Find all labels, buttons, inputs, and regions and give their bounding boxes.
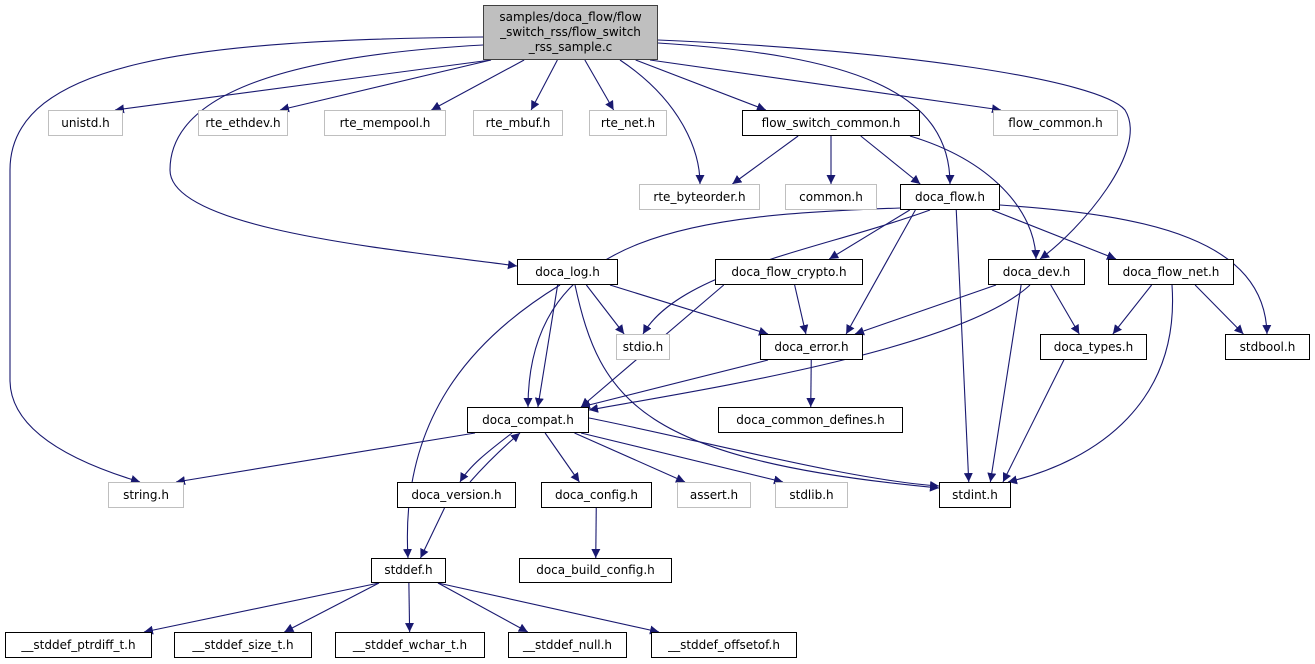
edge-doca_dev-to-doca_error <box>854 284 997 336</box>
node-unistd: unistd.h <box>48 110 123 136</box>
edge-doca_config-to-doca_build_config <box>591 507 601 559</box>
edge-root-to-rte_mbuf <box>530 59 558 111</box>
edge-doca_compat-to-stdint <box>588 417 940 490</box>
node-stdint[interactable]: stdint.h <box>939 482 1011 508</box>
edge-doca_flow_crypto-to-doca_error <box>794 284 809 335</box>
edge-flow_switch_common-to-doca_dev <box>909 135 1041 260</box>
node-rte-byteorder: rte_byteorder.h <box>639 184 760 210</box>
node-doca-flow-net[interactable]: doca_flow_net.h <box>1108 259 1234 285</box>
edge-root-to-doca_flow <box>657 42 955 185</box>
edge-doca_types-to-stdint <box>1002 359 1065 483</box>
node-doca-config[interactable]: doca_config.h <box>541 482 652 508</box>
node-stdlib: stdlib.h <box>775 482 848 508</box>
edge-doca_flow_net-to-stdbool <box>1194 284 1244 335</box>
node-offsetof[interactable]: __stddef_offsetof.h <box>651 632 797 658</box>
node-ptrdiff[interactable]: __stddef_ptrdiff_t.h <box>5 632 152 658</box>
edge-doca_dev-to-doca_compat <box>588 284 1031 413</box>
node-rte-mbuf: rte_mbuf.h <box>473 110 563 136</box>
edge-doca_dev-to-stdint <box>987 284 1022 483</box>
node-stdio: stdio.h <box>616 334 670 360</box>
node-doca-common-defines[interactable]: doca_common_defines.h <box>718 407 903 433</box>
node-rte-mempool: rte_mempool.h <box>324 110 446 136</box>
node-doca-types[interactable]: doca_types.h <box>1040 334 1147 360</box>
edge-doca_flow-to-stdint <box>955 209 973 483</box>
edge-doca_flow_net-to-stdint <box>1007 284 1174 485</box>
edge-doca_log-to-stdint <box>574 284 940 492</box>
edge-doca_compat-to-stdlib <box>580 432 784 485</box>
node-string: string.h <box>108 482 184 508</box>
node-doca-error[interactable]: doca_error.h <box>760 334 863 360</box>
edge-stddef-to-ptrdiff <box>143 582 380 635</box>
edge-doca_log-to-doca_error <box>609 284 769 336</box>
edge-flow_switch_common-to-doca_flow <box>860 135 921 185</box>
node-flow-switch-common[interactable]: flow_switch_common.h <box>742 110 920 136</box>
node-stddef[interactable]: stddef.h <box>371 558 446 583</box>
node-rte-ethdev: rte_ethdev.h <box>198 110 288 136</box>
edge-doca_compat-to-string <box>175 432 476 485</box>
edge-root-to-doca_dev <box>657 39 1131 260</box>
edge-root-to-string <box>9 36 484 484</box>
edge-doca_flow_net-to-doca_types <box>1112 284 1153 335</box>
node-assert: assert.h <box>677 482 751 508</box>
edge-root-to-rte_net <box>584 59 615 111</box>
edge-root-to-flow_switch_common <box>635 59 767 111</box>
edge-doca_flow-to-doca_error <box>845 209 916 335</box>
node-common: common.h <box>785 184 877 210</box>
edge-doca_flow-to-doca_flow_crypto <box>828 209 911 260</box>
node-root: samples/doca_flow/flow _switch_rss/flow_… <box>483 5 658 60</box>
node-doca-build-config[interactable]: doca_build_config.h <box>519 558 672 583</box>
edge-doca_version-to-stddef <box>420 507 445 559</box>
node-doca-version[interactable]: doca_version.h <box>397 482 516 508</box>
edge-stddef-to-size_t <box>284 582 380 633</box>
edge-doca_error-to-doca_common_defines <box>806 359 816 408</box>
edge-doca_flow-to-stdbool <box>999 204 1272 335</box>
node-doca-compat[interactable]: doca_compat.h <box>467 407 589 433</box>
edge-doca_compat-to-doca_config <box>544 432 580 483</box>
edge-root-to-doca_log <box>169 44 518 270</box>
edge-flow_switch_common-to-rte_byteorder <box>732 135 799 185</box>
edge-root-to-flow_common <box>649 59 1002 114</box>
edge-root-to-rte_mempool <box>431 59 525 111</box>
edge-root-to-unistd <box>114 59 492 114</box>
node-rte-net: rte_net.h <box>589 110 667 136</box>
edge-doca_flow-to-doca_flow_net <box>991 209 1117 260</box>
edge-stddef-to-wchar <box>404 582 414 633</box>
node-stdbool[interactable]: stdbool.h <box>1225 334 1310 360</box>
edge-doca_dev-to-doca_types <box>1050 284 1080 335</box>
edge-doca_compat-to-assert <box>574 432 686 483</box>
node-flow-common: flow_common.h <box>993 110 1118 136</box>
node-doca-flow[interactable]: doca_flow.h <box>900 184 1000 210</box>
edge-doca_version-to-doca_compat <box>469 432 521 483</box>
edge-doca_flow-to-doca_compat <box>523 207 901 408</box>
edge-doca_error-to-doca_compat <box>580 359 769 410</box>
edge-stddef-to-null <box>437 582 529 633</box>
edge-doca_log-to-stdio <box>585 284 625 335</box>
edge-root-to-rte_ethdev <box>279 59 492 113</box>
edge-doca_log-to-doca_compat <box>534 284 559 408</box>
edge-stddef-to-offsetof <box>437 582 660 635</box>
node-size-t[interactable]: __stddef_size_t.h <box>174 632 312 658</box>
node-doca-log[interactable]: doca_log.h <box>517 259 618 285</box>
node-null[interactable]: __stddef_null.h <box>508 632 627 658</box>
edge-root-to-rte_byteorder <box>619 59 705 185</box>
node-doca-flow-crypto[interactable]: doca_flow_crypto.h <box>715 259 863 285</box>
node-doca-dev[interactable]: doca_dev.h <box>988 259 1085 285</box>
node-wchar[interactable]: __stddef_wchar_t.h <box>335 632 485 658</box>
edge-doca_compat-to-doca_version <box>459 432 513 483</box>
